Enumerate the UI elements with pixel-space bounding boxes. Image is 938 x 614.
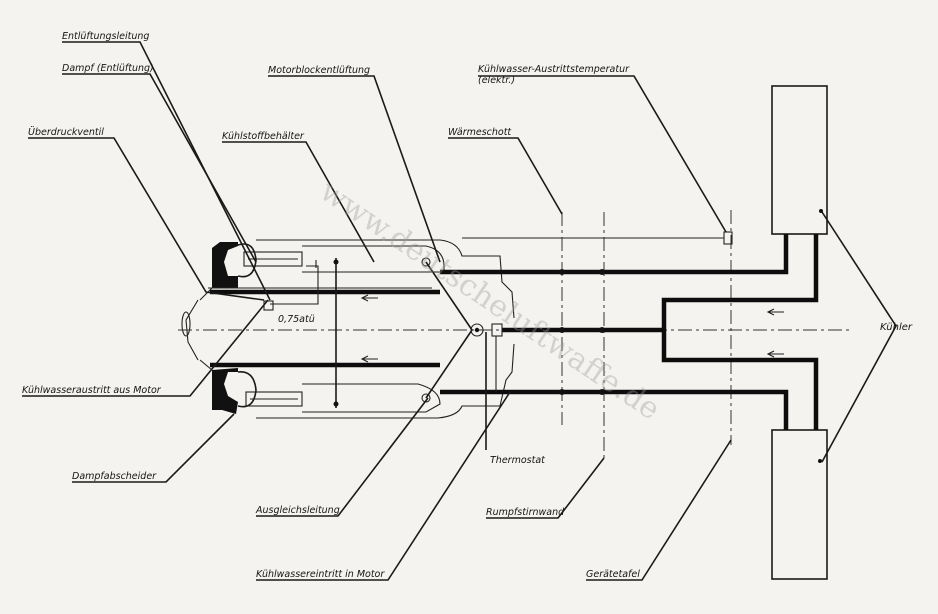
label-ueberdruckventil: Überdruckventil	[28, 127, 104, 138]
radiator-top	[771, 85, 828, 235]
engine-upper-bank	[208, 239, 515, 319]
flow-arrows	[360, 294, 784, 363]
label-kuehlstoffbehaelter: Kühlstoffbehälter	[222, 131, 305, 142]
leader-lines	[22, 41, 897, 581]
label-austrittstemp-2: (elektr.)	[478, 75, 515, 86]
engine-lower-bank	[210, 343, 515, 419]
coolant-pipes	[210, 234, 819, 430]
label-geraetetafel: Gerätetafel	[586, 569, 640, 580]
label-thermostat: Thermostat	[490, 455, 546, 466]
label-dampf: Dampf (Entlüftung)	[62, 63, 154, 74]
label-druck: 0,75atü	[278, 314, 315, 325]
radiator-bottom	[771, 429, 828, 580]
label-dampfabscheider: Dampfabscheider	[72, 471, 157, 482]
coolant-tank-system	[263, 231, 733, 408]
label-rumpfstirnwand: Rumpfstirnwand	[486, 507, 565, 518]
label-austrittstemp-1: Kühlwasser-Austrittstemperatur	[478, 64, 630, 75]
label-kuehler: Kühler	[880, 322, 913, 333]
label-kuehlwasseraustritt: Kühlwasseraustritt aus Motor	[22, 385, 162, 396]
propeller-hub	[181, 287, 213, 371]
label-ausgleichsleitung: Ausgleichsleitung	[255, 505, 340, 516]
label-entlueftungsleitung: Entlüftungsleitung	[62, 31, 149, 42]
label-kuehlwassereintritt: Kühlwassereintritt in Motor	[256, 569, 385, 580]
label-motorblockentlueftung: Motorblockentlüftung	[268, 65, 370, 76]
pipe-joints	[559, 269, 605, 395]
label-waermeschott: Wärmeschott	[448, 127, 512, 138]
